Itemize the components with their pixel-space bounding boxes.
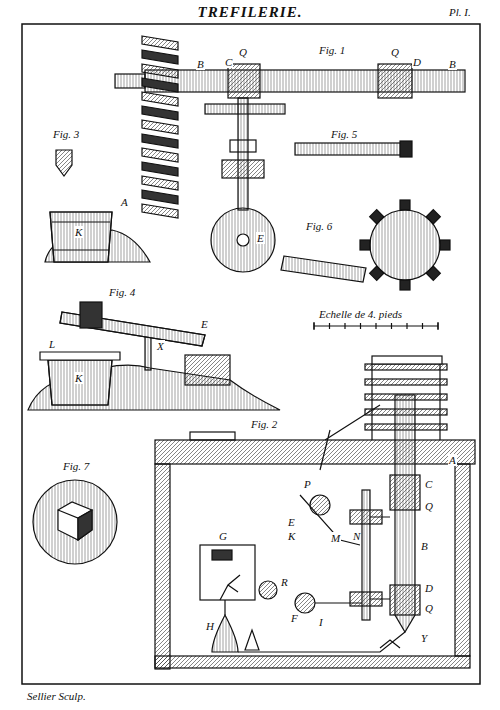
plate-title: TREFILERIE. (198, 4, 303, 21)
part-letter: Q (424, 500, 434, 512)
figure-label: Fig. 4 (108, 286, 136, 298)
part-letter: R (280, 576, 289, 588)
figure-label: Fig. 5 (330, 128, 358, 140)
part-letter: A (120, 196, 129, 208)
figure-label: Fig. 6 (305, 220, 333, 232)
caption-note: Pl. I. (448, 6, 472, 18)
figure-label: Fig. 7 (62, 460, 90, 472)
part-letter: C (424, 478, 433, 490)
part-letter: K (74, 372, 83, 384)
figure-label: Fig. 1 (318, 44, 346, 56)
part-letter: B (420, 540, 429, 552)
part-letter: G (218, 530, 228, 542)
part-letter: Q (390, 46, 400, 58)
part-letter: K (287, 530, 296, 542)
caption-note: Sellier Sculp. (26, 690, 87, 702)
part-letter: Q (424, 602, 434, 614)
part-letter: L (48, 338, 56, 350)
part-letter: X (156, 340, 165, 352)
part-letter: E (287, 516, 296, 528)
part-letter: A (448, 454, 457, 466)
figure-label: Fig. 3 (52, 128, 80, 140)
part-letter: H (205, 620, 215, 632)
part-letter: I (318, 616, 324, 628)
part-letter: Y (420, 632, 428, 644)
part-letter: E (256, 232, 265, 244)
part-letter: B (196, 58, 205, 70)
part-letter: F (290, 612, 299, 624)
part-letter: D (424, 582, 434, 594)
part-letter: Q (238, 46, 248, 58)
part-letter: C (224, 56, 233, 68)
part-letter: N (352, 530, 361, 542)
part-letter: K (74, 226, 83, 238)
part-letter: M (330, 532, 341, 544)
part-letter: B (448, 58, 457, 70)
part-letter: D (412, 56, 422, 68)
part-letter: E (200, 318, 209, 330)
part-letter: P (303, 478, 312, 490)
figure-label: Fig. 2 (250, 418, 278, 430)
caption-note: Echelle de 4. pieds (318, 308, 403, 320)
